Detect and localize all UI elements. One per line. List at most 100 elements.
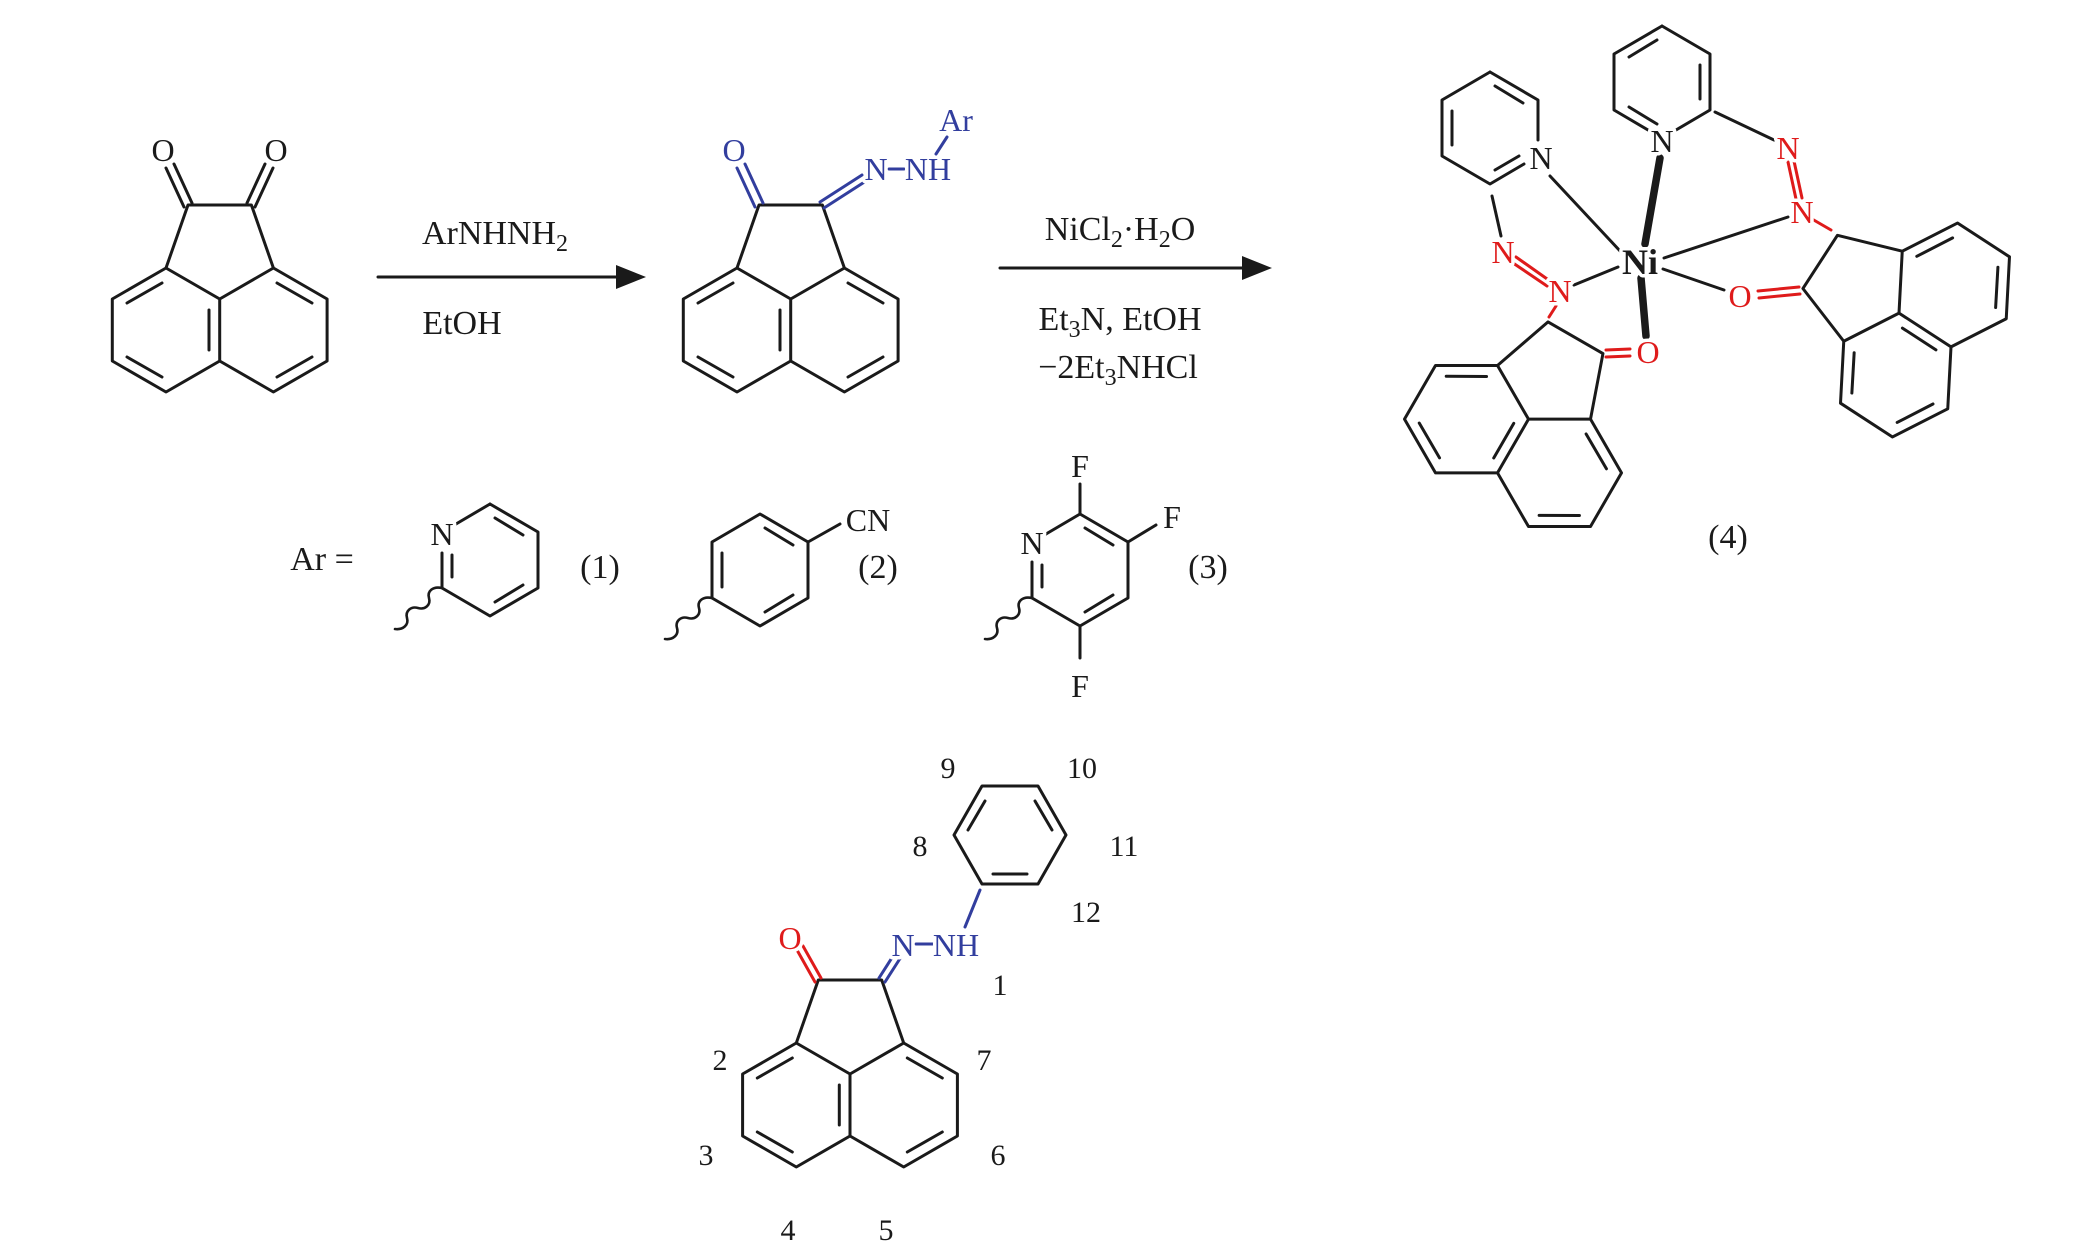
reagent-subscript: 2 — [556, 231, 568, 257]
position-8-label: 8 — [913, 830, 928, 863]
position-4-label: 4 — [781, 1214, 796, 1246]
nitrogen-label: N — [430, 516, 453, 552]
reagent-above-arrow-1: ArNHNH2 — [422, 215, 568, 257]
position-5-label: 5 — [879, 1214, 894, 1246]
reagent-text: −2Et — [1038, 349, 1105, 386]
reagent-text: N, EtOH — [1081, 301, 1202, 338]
reagent-subscript: 3 — [1105, 365, 1117, 391]
compound-2-label: (2) — [858, 549, 898, 586]
chelate-red-single-bonds — [1547, 217, 1833, 319]
position-10-label: 10 — [1067, 752, 1097, 785]
position-12-label: 12 — [1071, 896, 1101, 929]
pyridine-2-double-bonds — [1627, 38, 1702, 126]
phenyl-double-bonds — [966, 799, 1054, 876]
position-6-label: 6 — [991, 1139, 1006, 1172]
benzene-double-bonds — [720, 526, 795, 614]
ar-definitions-row: Ar = N (1) CN (2) N F F F — [290, 445, 1228, 708]
position-2-label: 2 — [713, 1044, 728, 1077]
fluorine-label: F — [1163, 499, 1181, 535]
nitrogen-label: N — [1020, 525, 1043, 561]
ligand-2-azo-nitrogen-label: N — [1776, 130, 1799, 166]
carbonyl-double-bond — [795, 944, 823, 984]
coordination-bonds — [1490, 110, 1790, 292]
reagent-text: ·H — [1123, 211, 1159, 248]
reagent-text: NHCl — [1117, 349, 1198, 386]
ar-group-3-trifluoropyridyl: N F F F (3) — [983, 445, 1228, 708]
ar-group-2-cyanophenyl: CN (2) — [663, 499, 898, 641]
attachment-squiggle-bond — [663, 596, 714, 641]
pyridine-1-ring — [1440, 70, 1540, 186]
reagent-subscript: 3 — [1069, 317, 1081, 343]
acenaphthenequinone-molecule: O O — [110, 129, 329, 394]
reagent-text: ArNHNH — [422, 215, 556, 252]
position-3-label: 3 — [699, 1139, 714, 1172]
acenaphthylene-skeleton — [110, 203, 329, 394]
nitrile-label: CN — [846, 502, 890, 538]
fluorine-bonds — [1078, 482, 1158, 660]
reaction-arrow-2: NiCl2·H2O Et3N, EtOH −2Et3NHCl — [998, 211, 1272, 391]
reagent-text: Et — [1038, 301, 1069, 338]
chelate-red-double-bonds — [1511, 159, 1804, 359]
nitrogen-label: N — [891, 927, 914, 963]
nh-label: NH — [933, 927, 979, 963]
numbered-hydrazone-structure: O N NH 1 2 3 4 5 6 7 8 9 10 11 12 — [699, 752, 1139, 1246]
reagent-subscript: 2 — [1111, 227, 1123, 253]
compound-4-label: (4) — [1708, 519, 1748, 556]
nickel-complex: Ni N N N N O N N O (4) — [1387, 24, 2037, 556]
fluorine-label: F — [1071, 668, 1089, 704]
reagent-below-arrow-2-line2: −2Et3NHCl — [1038, 349, 1198, 391]
hydrazone-blue-bonds — [877, 888, 982, 984]
attachment-squiggle-bond — [983, 596, 1034, 641]
reagent-text: O — [1171, 211, 1196, 248]
ligand-1-imine-nitrogen-label: N — [1548, 273, 1571, 309]
reaction-arrow-1: ArNHNH2 EtOH — [376, 215, 646, 342]
position-11-label: 11 — [1110, 830, 1139, 863]
pyridine-1-double-bonds — [1450, 84, 1525, 172]
ligand-1-oxygen-label: O — [1636, 334, 1659, 370]
acenaphthylene-skeleton — [741, 978, 959, 1169]
acenaphthylene-skeleton — [681, 203, 900, 394]
ar-group-1-pyridyl: N (1) — [393, 502, 620, 631]
oxygen-label: O — [151, 132, 174, 168]
cn-bond — [806, 522, 842, 544]
pyridine-2-nitrogen-label: N — [1650, 123, 1673, 159]
hydrazone-blue-bonds — [735, 135, 949, 210]
phenyl-ring — [952, 784, 1068, 886]
hydrazone-molecule: O N NH Ar — [681, 99, 977, 394]
pyridine-double-bonds — [1040, 526, 1115, 614]
axial-bold-bonds — [1637, 154, 1664, 340]
compound-1-label: (1) — [580, 549, 620, 586]
ligand-1-azo-nitrogen-label: N — [1491, 234, 1514, 270]
fluorine-label: F — [1071, 448, 1089, 484]
pyridine-2-ring — [1612, 24, 1712, 132]
pyridine-double-bonds — [450, 516, 525, 604]
position-1-label: 1 — [993, 969, 1008, 1002]
arrow-head — [616, 265, 646, 289]
arrow-head — [1242, 256, 1272, 280]
nickel-label: Ni — [1622, 242, 1658, 282]
nh-label: NH — [905, 151, 951, 187]
ligand-2-imine-nitrogen-label: N — [1790, 194, 1813, 230]
pyridine-ring — [1030, 512, 1130, 628]
oxygen-label: O — [264, 132, 287, 168]
oxygen-label: O — [778, 920, 801, 956]
reagent-above-arrow-2: NiCl2·H2O — [1045, 211, 1196, 253]
nitrogen-label: N — [864, 151, 887, 187]
position-7-label: 7 — [977, 1044, 992, 1077]
solvent-below-arrow-1: EtOH — [422, 305, 501, 342]
reagent-text: NiCl — [1045, 211, 1111, 248]
compound-3-label: (3) — [1188, 549, 1228, 586]
ar-equals-label: Ar = — [290, 541, 354, 578]
pyridine-ring — [440, 502, 540, 618]
carbonyl-double-bonds — [164, 162, 275, 209]
reagent-below-arrow-2-line1: Et3N, EtOH — [1038, 301, 1201, 343]
attachment-squiggle-bond — [393, 586, 444, 631]
reagent-subscript: 2 — [1159, 227, 1171, 253]
benzene-ring — [710, 512, 810, 628]
ar-label: Ar — [939, 102, 973, 138]
ligand-2-oxygen-label: O — [1728, 278, 1751, 314]
position-9-label: 9 — [941, 752, 956, 785]
pyridine-1-nitrogen-label: N — [1529, 140, 1552, 176]
ligand-1-acenaphthylene-skeleton — [1387, 282, 1671, 555]
